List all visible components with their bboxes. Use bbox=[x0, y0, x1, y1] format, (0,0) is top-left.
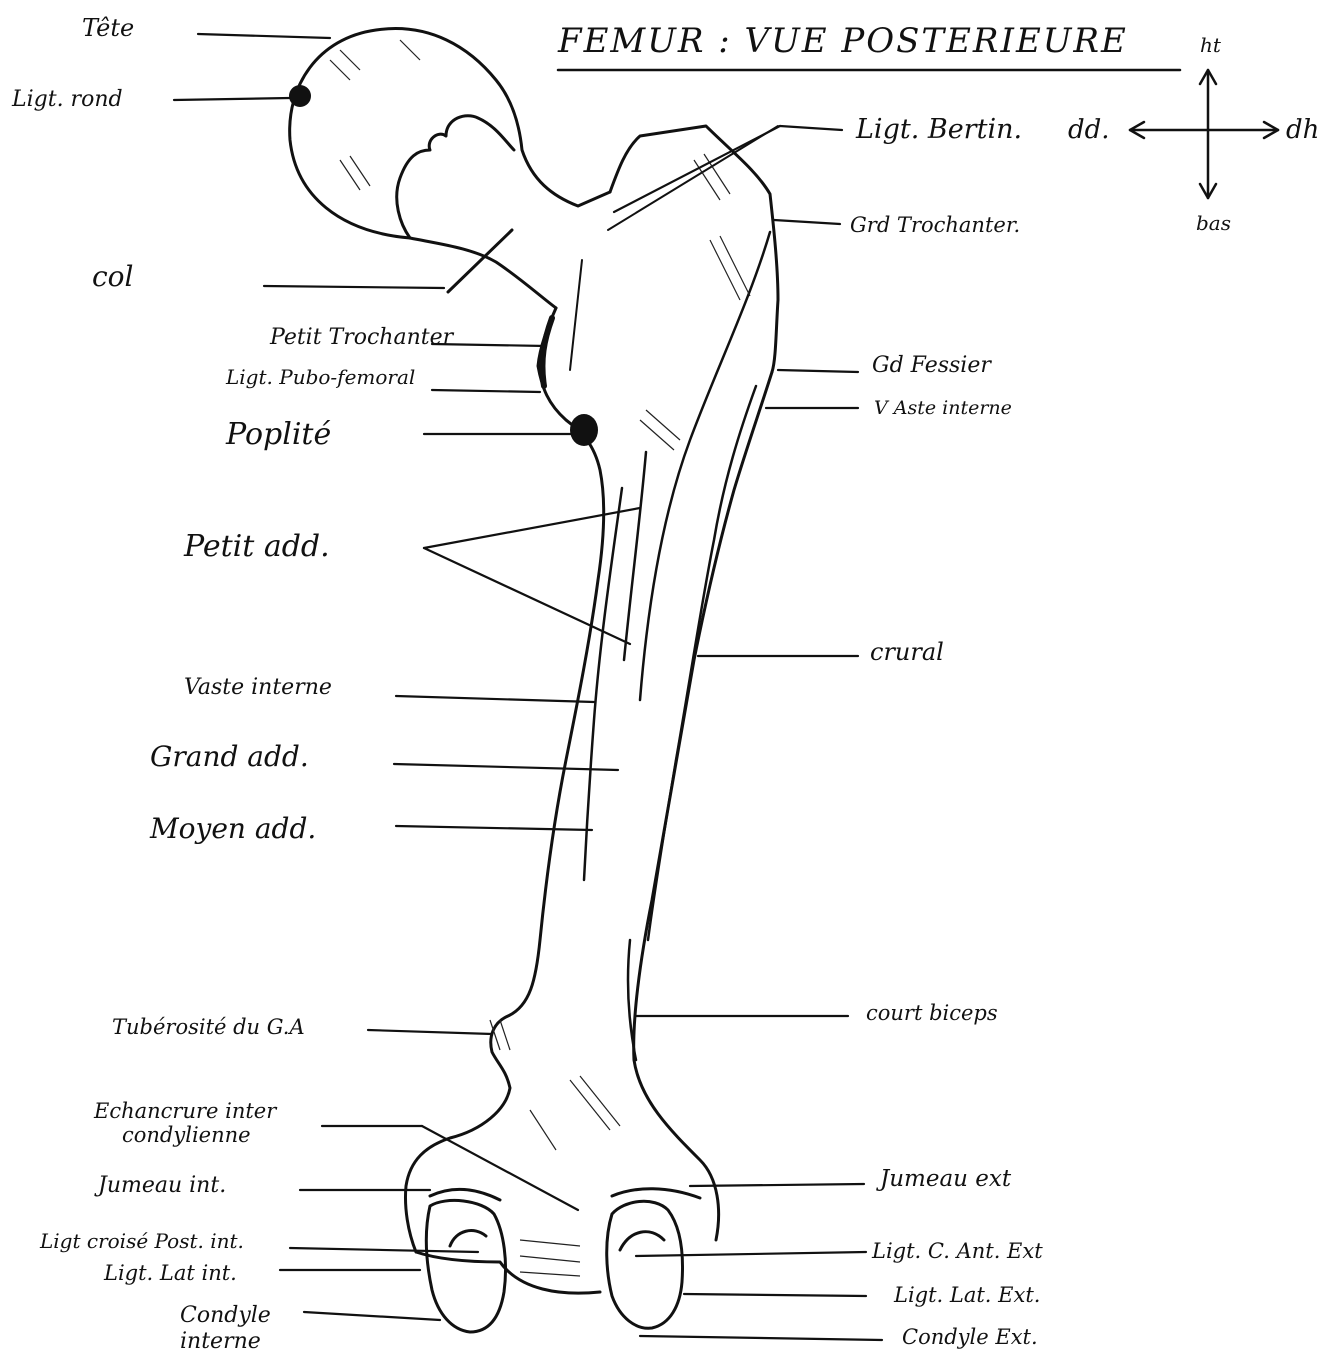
label-ligt-rond: Ligt. rond bbox=[11, 87, 123, 112]
hatching bbox=[330, 40, 750, 1276]
label-condyle-interne-2: interne bbox=[180, 1329, 261, 1354]
orientation-cross bbox=[1130, 70, 1278, 198]
label-petit-add: Petit add. bbox=[183, 529, 330, 564]
label-ligt-lat-ext: Ligt. Lat. Ext. bbox=[893, 1283, 1040, 1307]
label-ligt-bertin: Ligt. Bertin. bbox=[855, 114, 1022, 145]
label-col: col bbox=[92, 260, 134, 293]
label-jumeau-int: Jumeau int. bbox=[94, 1173, 226, 1198]
label-ligt-lat-int: Ligt. Lat int. bbox=[103, 1261, 237, 1285]
orientation-down-label: bas bbox=[1196, 211, 1231, 235]
label-condyle-interne: Condyle bbox=[180, 1303, 271, 1328]
label-grand-add: Grand add. bbox=[150, 740, 309, 773]
label-grd-trochanter: Grd Trochanter. bbox=[850, 213, 1020, 237]
label-crural: crural bbox=[870, 638, 944, 666]
label-jumeau-ext: Jumeau ext bbox=[876, 1166, 1012, 1192]
label-moyen-add: Moyen add. bbox=[149, 812, 316, 845]
label-gd-fessier: Gd Fessier bbox=[872, 353, 992, 378]
label-ligt-pubo-femoral: Ligt. Pubo-femoral bbox=[225, 365, 415, 389]
label-ligt-c-ant-ext: Ligt. C. Ant. Ext bbox=[871, 1239, 1043, 1263]
diagram-title: FEMUR : VUE POSTERIEURE bbox=[557, 21, 1128, 61]
orientation-up-label: ht bbox=[1200, 33, 1222, 57]
label-tete: Tête bbox=[82, 14, 134, 42]
label-tuberosite: Tubérosité du G.A bbox=[112, 1015, 305, 1039]
label-echancrure-2: condylienne bbox=[122, 1123, 251, 1147]
orientation-left-label: dd. bbox=[1068, 115, 1110, 145]
fovea-dot bbox=[289, 85, 311, 107]
orientation-right-label: dh bbox=[1286, 115, 1319, 145]
label-condyle-ext: Condyle Ext. bbox=[902, 1325, 1038, 1349]
label-vaste-interne-right: V Aste interne bbox=[874, 397, 1012, 419]
label-ligt-croise-post-int: Ligt croisé Post. int. bbox=[39, 1229, 244, 1253]
label-poplite: Poplité bbox=[225, 417, 331, 452]
label-echancrure: Echancrure inter bbox=[93, 1099, 278, 1123]
poplite-dot bbox=[570, 414, 598, 446]
label-vaste-interne-left: Vaste interne bbox=[184, 675, 332, 700]
femur-bone bbox=[289, 29, 778, 1332]
label-petit-trochanter: Petit Trochanter bbox=[269, 325, 455, 350]
label-court-biceps: court biceps bbox=[866, 1001, 998, 1025]
